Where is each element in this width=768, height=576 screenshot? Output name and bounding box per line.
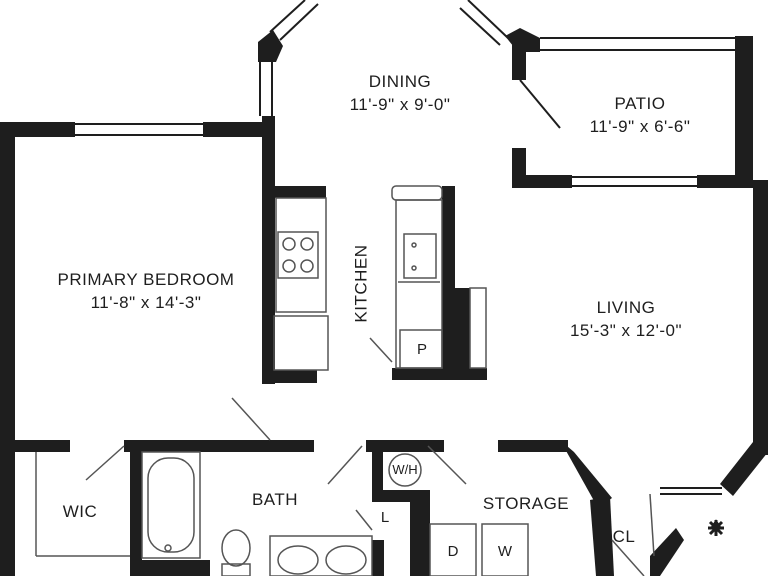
wall: [560, 440, 612, 508]
room-name: BATH: [251, 490, 299, 509]
island-top: [391, 185, 443, 201]
room-name: CL: [612, 527, 636, 546]
bathtub-inner: [147, 457, 195, 553]
wall: [372, 540, 384, 576]
wall: [130, 560, 210, 576]
hearth: [469, 287, 487, 369]
toilet: [221, 529, 251, 567]
wall: [410, 498, 422, 576]
wall: [0, 122, 75, 137]
room-dimensions: 15'-3" x 12'-0": [569, 321, 683, 340]
linen-label: L: [380, 509, 390, 526]
walls: [0, 28, 768, 576]
toilet-tank: [221, 563, 251, 576]
room-name: WIC: [62, 502, 98, 521]
room-dimensions: 11'-9" x 6'-6": [589, 117, 691, 136]
room-label-storage: STORAGE: [476, 492, 576, 515]
wall: [512, 38, 526, 80]
wall: [372, 450, 383, 502]
stove-outline: [275, 197, 327, 313]
bathtub: [141, 451, 201, 559]
washer: [481, 523, 529, 576]
wall: [650, 528, 684, 576]
room-label-bath: BATH: [240, 488, 310, 511]
wall: [262, 370, 317, 383]
wall: [392, 368, 487, 380]
room-name: KITCHEN: [351, 244, 371, 323]
water-heater-label: W/H: [392, 462, 418, 477]
room-label-primary-bedroom: PRIMARY BEDROOM 11'-8" x 14'-3": [36, 268, 256, 314]
room-name: LIVING: [596, 298, 656, 317]
wall: [512, 175, 572, 188]
washer-label: W: [497, 543, 513, 560]
wall: [442, 288, 470, 372]
room-label-closet: CL: [604, 525, 644, 548]
room-dimensions: 11'-8" x 14'-3": [90, 293, 202, 312]
wall: [203, 122, 275, 137]
room-name: STORAGE: [482, 494, 570, 513]
wall: [720, 442, 768, 496]
counter: [273, 315, 329, 371]
dryer-label: D: [447, 543, 459, 560]
pantry: [399, 329, 443, 369]
wall: [262, 116, 275, 384]
room-name: PATIO: [614, 94, 666, 113]
fixtures: [35, 185, 655, 576]
wall: [0, 122, 15, 576]
wall: [366, 440, 444, 452]
room-name: PRIMARY BEDROOM: [57, 270, 235, 289]
room-label-wic: WIC: [50, 500, 110, 523]
room-label-dining: DINING 11'-9" x 9'-0": [320, 70, 480, 116]
room-dimensions: 11'-9" x 9'-0": [349, 95, 451, 114]
wall: [753, 180, 768, 455]
cooktop: [277, 231, 319, 279]
wall: [124, 440, 314, 452]
wall: [590, 496, 614, 576]
room-label-living: LIVING 15'-3" x 12'-0": [546, 296, 706, 342]
wall: [697, 175, 753, 188]
dryer: [429, 523, 477, 576]
wall: [258, 30, 283, 62]
wall: [735, 36, 753, 188]
room-name: DINING: [368, 72, 432, 91]
vanity: [269, 535, 373, 576]
wall: [420, 490, 430, 576]
north-star-icon: [708, 519, 724, 536]
wall: [274, 186, 326, 198]
wall: [15, 440, 70, 452]
windows: [75, 0, 735, 495]
room-label-kitchen: KITCHEN: [350, 239, 373, 329]
kitchen-sink: [403, 233, 437, 279]
wall: [498, 440, 568, 452]
room-label-patio: PATIO 11'-9" x 6'-6": [560, 92, 720, 138]
water-heater: [388, 453, 422, 487]
pantry-label: P: [416, 341, 427, 358]
wall: [130, 450, 142, 576]
